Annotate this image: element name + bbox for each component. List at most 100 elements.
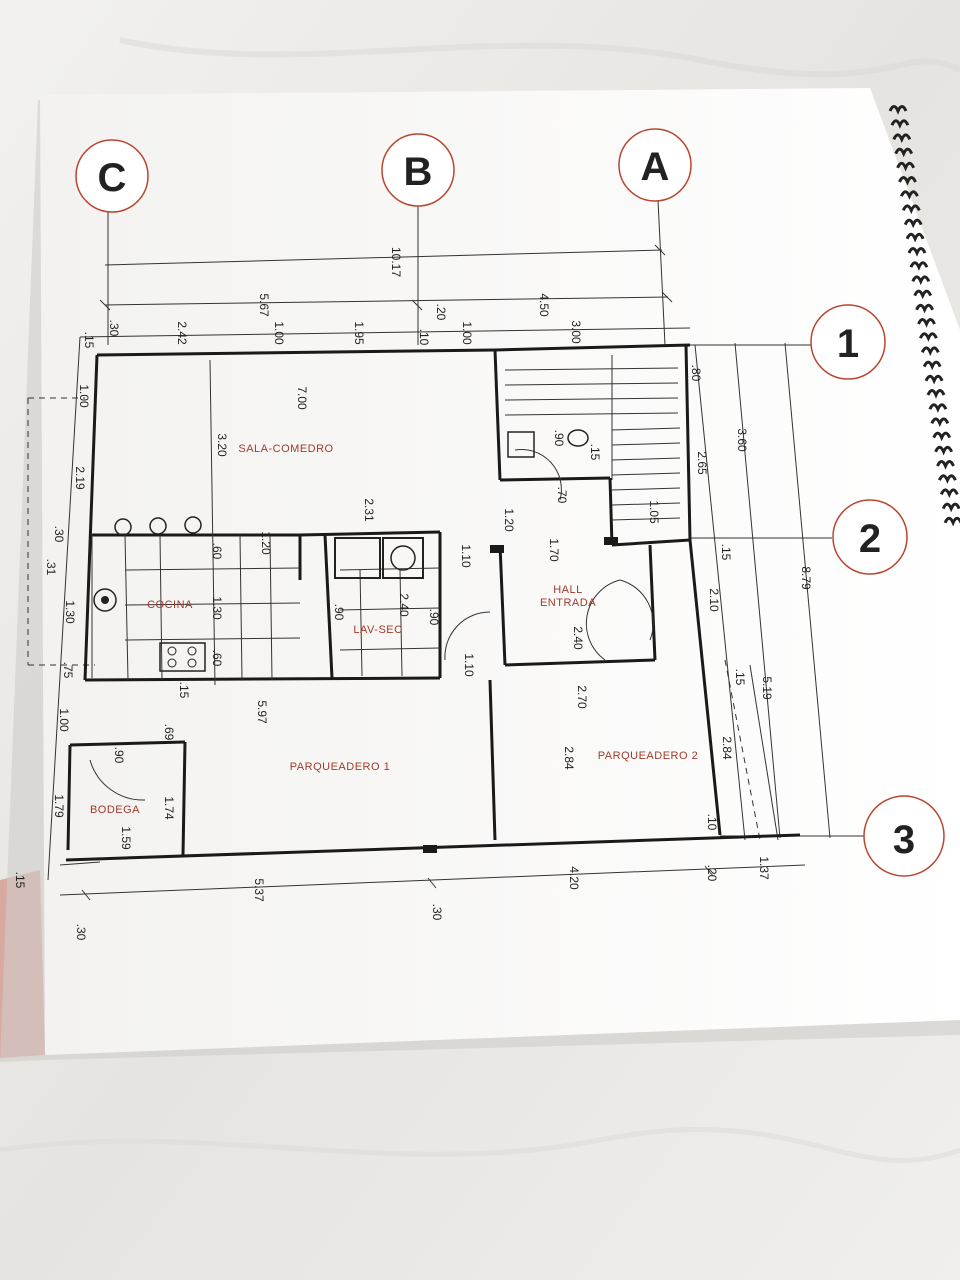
- dim-label: .10: [705, 814, 719, 831]
- dim-label: .70: [555, 487, 569, 504]
- dim-label: 2.10: [707, 588, 721, 612]
- axis-label-c: C: [98, 156, 127, 200]
- dim-label: 2.84: [562, 746, 576, 770]
- dim-label: 4.20: [567, 866, 581, 890]
- axis-label-1: 1: [837, 322, 859, 366]
- spiral-coil: [898, 176, 917, 186]
- dimension-lines: [27, 244, 831, 901]
- room-hall: HALL: [553, 584, 583, 596]
- dim-label: .31: [44, 559, 58, 576]
- spiral-coil: [905, 232, 925, 243]
- spiral-coil: [926, 389, 946, 399]
- dim-label: 1.00: [57, 708, 71, 732]
- spiral-coil: [888, 105, 908, 115]
- dim-label: .20: [705, 865, 719, 882]
- dim-label: .15: [588, 444, 602, 461]
- dim-label: 2.19: [73, 466, 87, 490]
- dim-label: .30: [52, 526, 66, 543]
- dim-label: .15: [13, 872, 27, 889]
- dim-label: .90: [112, 747, 126, 764]
- dim-label: .69: [162, 724, 176, 741]
- spiral-coil: [900, 190, 919, 200]
- room-labels: SALA-COMEDRO COCINA LAV-SEC HALL ENTRADA…: [90, 443, 698, 816]
- bar-stools-icon: [114, 516, 202, 536]
- dim-label: 2.84: [720, 736, 734, 760]
- dim-label: .90: [427, 609, 441, 626]
- dim-label: .15: [177, 682, 191, 699]
- interior-lines: [89, 355, 681, 801]
- column: [423, 537, 618, 853]
- dim-label: 1.95: [352, 321, 366, 345]
- dim-label: .30: [430, 904, 444, 921]
- dim-label: 3.20: [215, 433, 229, 457]
- dim-label: .15: [733, 669, 747, 686]
- dim-label: 1.30: [63, 600, 77, 624]
- spiral-coil: [917, 318, 936, 328]
- dim-label: .60: [210, 543, 224, 560]
- axis-label-b: B: [404, 150, 433, 194]
- dim-label: 7.00: [295, 386, 309, 410]
- dim-label: .80: [689, 365, 703, 382]
- spiral-coil: [901, 204, 921, 215]
- dim-label: .15: [82, 332, 96, 349]
- dim-label: .60: [210, 650, 224, 667]
- spiral-coil: [913, 289, 933, 300]
- spiral-coil: [930, 417, 950, 428]
- spiral-coil: [934, 445, 953, 456]
- room-parqueadero-1: PARQUEADERO 1: [290, 761, 390, 773]
- spiral-coil: [924, 374, 944, 385]
- dim-label: 2.40: [397, 593, 411, 617]
- dim-label: 1.20: [502, 508, 516, 532]
- dim-label: 2.42: [175, 321, 189, 345]
- dim-label: .75: [61, 662, 75, 679]
- dim-label: .90: [332, 604, 346, 621]
- spiral-coil: [896, 161, 915, 172]
- dim-label: .30: [107, 320, 121, 337]
- axis-1: 1: [690, 304, 886, 380]
- spiral-coil: [907, 247, 927, 257]
- spiral-coil: [894, 147, 914, 158]
- spiral-binding: [888, 105, 960, 527]
- washer-icon: [334, 537, 424, 579]
- spiral-coil: [915, 303, 934, 314]
- dim-label: 1.37: [757, 856, 771, 880]
- spiral-coil: [939, 488, 959, 499]
- dim-label: 4.50: [537, 293, 551, 317]
- spiral-coil: [890, 119, 910, 129]
- dim-label: 1.74: [162, 796, 176, 820]
- spiral-coil: [932, 431, 952, 442]
- dim-label: 5.19: [760, 676, 774, 700]
- room-lav-sec: LAV-SEC: [353, 624, 402, 636]
- dim-label: 1.79: [52, 794, 66, 818]
- dim-label: 5.37: [252, 878, 266, 902]
- axis-label-2: 2: [859, 517, 881, 561]
- room-bodega: BODEGA: [90, 804, 140, 816]
- axis-2: 2: [690, 499, 908, 575]
- dimension-labels: 10.17 5.67 4.50 .30 2.42 1.00 1.95 .20 1…: [13, 247, 813, 941]
- dim-label: 8.79: [799, 566, 813, 590]
- dim-total-width: 10.17: [389, 247, 403, 277]
- axis-label-a: A: [641, 145, 670, 189]
- dim-label: 1.00: [272, 321, 286, 345]
- marble-vein: [119, 37, 960, 78]
- spiral-coil: [903, 218, 923, 229]
- room-entrada: ENTRADA: [540, 597, 596, 609]
- spiral-coil: [936, 460, 955, 470]
- stove-icon: [159, 642, 206, 672]
- spiral-coil: [943, 516, 960, 527]
- dim-label: 1.00: [460, 321, 474, 345]
- dim-label: 2.40: [571, 626, 585, 650]
- dim-label: 3.60: [735, 428, 749, 452]
- dim-label: 1.59: [119, 826, 133, 850]
- dim-label: .20: [434, 304, 448, 321]
- spiral-coil: [909, 261, 929, 271]
- dim-label: 5.97: [255, 700, 269, 724]
- dim-label: 1.10: [459, 544, 473, 568]
- dim-label: 3.00: [569, 320, 583, 344]
- dim-label: 1.00: [77, 384, 91, 408]
- spiral-coil: [941, 502, 960, 513]
- spiral-coil: [919, 332, 938, 342]
- axis-b: B: [381, 133, 455, 345]
- dim-label: 2.31: [362, 498, 376, 522]
